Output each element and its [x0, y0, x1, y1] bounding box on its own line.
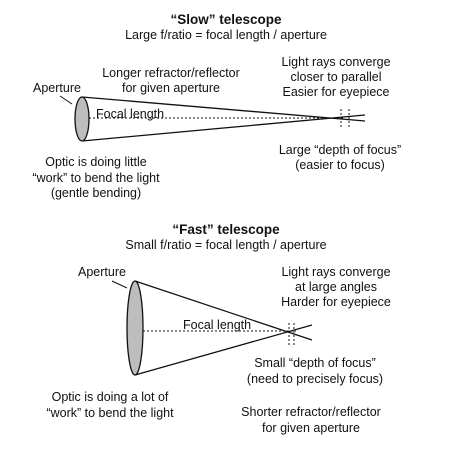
slow-rays-line2: closer to parallel [290, 70, 382, 84]
fast-cone [134, 280, 313, 376]
fast-title: “Fast” telescope [172, 222, 280, 237]
fast-focus-markers [288, 323, 295, 347]
fast-optic-line1: Optic is doing a lot of [51, 390, 169, 404]
fast-focal-label: Focal length [183, 318, 252, 332]
slow-optic-line1: Optic is doing little [45, 155, 147, 169]
slow-tube-note-line1: Longer refractor/reflector [102, 66, 240, 80]
fast-optic-line2: “work” to bend the light [46, 406, 174, 420]
fast-subtitle: Small f/ratio = focal length / aperture [125, 238, 327, 252]
fast-rays-line3: Harder for eyepiece [281, 295, 391, 309]
slow-rays-line1: Light rays converge [281, 55, 391, 69]
fast-tube-note-line2: for given aperture [262, 421, 360, 435]
fast-tube-note-line1: Shorter refractor/reflector [241, 405, 381, 419]
slow-subtitle: Large f/ratio = focal length / aperture [125, 28, 327, 42]
slow-aperture-label: Aperture [33, 81, 81, 95]
fast-rays-line2: at large angles [294, 280, 378, 294]
slow-aperture-arrow [59, 95, 73, 105]
slow-cone [81, 96, 366, 142]
slow-optic-line3: (gentle bending) [50, 186, 142, 200]
fast-aperture-arrow [111, 280, 128, 289]
slow-optic-line2: “work” to bend the light [32, 171, 160, 185]
slow-focal-label: Focal length [96, 107, 165, 121]
fast-dof-line2: (need to precisely focus) [246, 372, 384, 386]
slow-focus-markers [340, 109, 350, 127]
fast-rays-line1: Light rays converge [281, 265, 391, 279]
slow-tube-note-line2: for given aperture [122, 81, 220, 95]
slow-dof-line2: (easier to focus) [295, 158, 385, 172]
slow-lens [74, 96, 90, 142]
fast-lens [126, 280, 144, 376]
slow-title: “Slow” telescope [170, 12, 282, 27]
fast-dof-line1: Small “depth of focus” [254, 356, 376, 370]
fast-aperture-label: Aperture [78, 265, 126, 279]
slow-dof-line1: Large “depth of focus” [278, 143, 402, 157]
slow-rays-line3: Easier for eyepiece [282, 85, 390, 99]
